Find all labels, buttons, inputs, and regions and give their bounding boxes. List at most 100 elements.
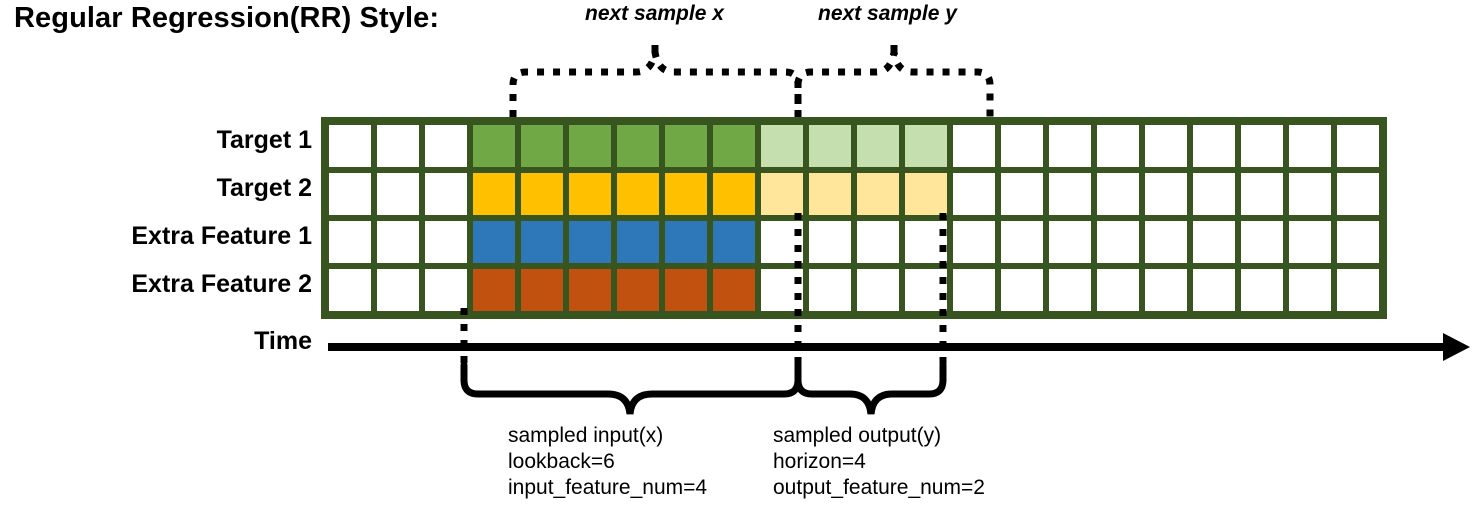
grid-cell-r2-c8 [713, 221, 755, 263]
dotted-brace-next-sample-y [794, 51, 994, 117]
grid-cell-r3-c21 [1337, 269, 1379, 311]
grid-cell-r1-c6 [617, 173, 659, 215]
sampled-input-line-1: sampled input(x) [508, 424, 664, 447]
grid-cell-r3-c12 [905, 269, 947, 311]
grid-cell-r3-c20 [1289, 269, 1331, 311]
sampled-output-annotation: sampled output(y) horizon=4 output_featu… [773, 423, 985, 501]
grid-cell-r1-c13 [953, 173, 995, 215]
grid-cell-r1-c4 [521, 173, 563, 215]
grid-cell-r2-c14 [1001, 221, 1043, 263]
grid-cell-r1-c17 [1145, 173, 1187, 215]
row-label-extra-feature-2: Extra Feature 2 [131, 270, 312, 298]
grid-cell-r0-c12 [905, 125, 947, 167]
grid-cell-r1-c2 [425, 173, 467, 215]
grid-cell-r0-c17 [1145, 125, 1187, 167]
grid-cell-r0-c1 [377, 125, 419, 167]
grid-cell-r2-c10 [809, 221, 851, 263]
grid-cell-r3-c15 [1049, 269, 1091, 311]
grid-cell-r2-c16 [1097, 221, 1139, 263]
grid-cell-r3-c16 [1097, 269, 1139, 311]
grid-cell-r0-c13 [953, 125, 995, 167]
grid-cell-r2-c7 [665, 221, 707, 263]
grid-cell-r0-c4 [521, 125, 563, 167]
row-label-target-1: Target 1 [216, 126, 312, 154]
page-title: Regular Regression(RR) Style: [14, 2, 440, 34]
grid-cell-r2-c1 [377, 221, 419, 263]
dotted-brace-next-sample-x [509, 51, 802, 117]
solid-brace-sampled-output [794, 361, 947, 415]
grid-cell-r1-c14 [1001, 173, 1043, 215]
grid-cell-r2-c12 [905, 221, 947, 263]
grid-cell-r3-c13 [953, 269, 995, 311]
grid-cell-r3-c4 [521, 269, 563, 311]
grid-cell-r1-c20 [1289, 173, 1331, 215]
grid-cell-r0-c14 [1001, 125, 1043, 167]
grid-cell-r1-c8 [713, 173, 755, 215]
grid-cell-r0-c15 [1049, 125, 1091, 167]
grid-cell-r1-c5 [569, 173, 611, 215]
grid-cell-r0-c20 [1289, 125, 1331, 167]
timeseries-grid [321, 117, 1387, 319]
grid-cell-r3-c8 [713, 269, 755, 311]
grid-cell-r0-c5 [569, 125, 611, 167]
grid-cell-r3-c19 [1241, 269, 1283, 311]
grid-cell-r2-c18 [1193, 221, 1235, 263]
grid-cell-r1-c15 [1049, 173, 1091, 215]
grid-cell-r2-c13 [953, 221, 995, 263]
grid-cell-r3-c17 [1145, 269, 1187, 311]
grid-cell-r0-c16 [1097, 125, 1139, 167]
grid-cell-r2-c9 [761, 221, 803, 263]
grid-cell-r0-c2 [425, 125, 467, 167]
sampled-input-line-2: lookback=6 [508, 450, 615, 473]
grid-cell-r3-c9 [761, 269, 803, 311]
grid-cell-r3-c11 [857, 269, 899, 311]
grid-cell-r2-c4 [521, 221, 563, 263]
grid-cell-r2-c19 [1241, 221, 1283, 263]
grid-cell-r2-c15 [1049, 221, 1091, 263]
grid-cell-r2-c17 [1145, 221, 1187, 263]
grid-cell-r1-c10 [809, 173, 851, 215]
grid-cell-r3-c0 [329, 269, 371, 311]
grid-cell-r0-c3 [473, 125, 515, 167]
grid-cell-r0-c10 [809, 125, 851, 167]
grid-cell-r1-c9 [761, 173, 803, 215]
grid-cell-r0-c18 [1193, 125, 1235, 167]
grid-cell-r2-c20 [1289, 221, 1331, 263]
sampled-input-line-3: input_feature_num=4 [508, 476, 708, 499]
grid-cell-r2-c6 [617, 221, 659, 263]
grid-cell-r1-c19 [1241, 173, 1283, 215]
grid-cell-r0-c0 [329, 125, 371, 167]
row-label-extra-feature-1: Extra Feature 1 [131, 222, 312, 250]
grid-cell-r3-c10 [809, 269, 851, 311]
grid-cell-r1-c7 [665, 173, 707, 215]
next-sample-y-label: next sample y [818, 2, 957, 25]
grid-cell-r1-c1 [377, 173, 419, 215]
grid-cell-r0-c8 [713, 125, 755, 167]
grid-cell-r3-c2 [425, 269, 467, 311]
solid-brace-sampled-input [460, 361, 802, 415]
grid-cell-r3-c6 [617, 269, 659, 311]
grid-cell-r1-c18 [1193, 173, 1235, 215]
grid-cell-r2-c21 [1337, 221, 1379, 263]
grid-cell-r3-c18 [1193, 269, 1235, 311]
grid-cell-r1-c21 [1337, 173, 1379, 215]
next-sample-x-label: next sample x [585, 2, 724, 25]
grid-cell-r2-c3 [473, 221, 515, 263]
grid-cell-r3-c14 [1001, 269, 1043, 311]
time-axis-label: Time [254, 327, 312, 355]
grid-cell-r0-c21 [1337, 125, 1379, 167]
grid-cell-r1-c16 [1097, 173, 1139, 215]
sampled-output-line-2: horizon=4 [773, 450, 866, 473]
grid-cell-r1-c0 [329, 173, 371, 215]
grid-cell-r2-c5 [569, 221, 611, 263]
grid-cell-r3-c7 [665, 269, 707, 311]
grid-cell-r1-c11 [857, 173, 899, 215]
grid-cell-r0-c19 [1241, 125, 1283, 167]
time-axis-arrowhead [1443, 333, 1470, 361]
row-label-target-2: Target 2 [216, 174, 312, 202]
sampled-output-line-1: sampled output(y) [773, 424, 942, 447]
grid-cell-r0-c11 [857, 125, 899, 167]
grid-cell-r0-c7 [665, 125, 707, 167]
grid-cell-r1-c12 [905, 173, 947, 215]
sampled-output-line-3: output_feature_num=2 [773, 476, 985, 499]
